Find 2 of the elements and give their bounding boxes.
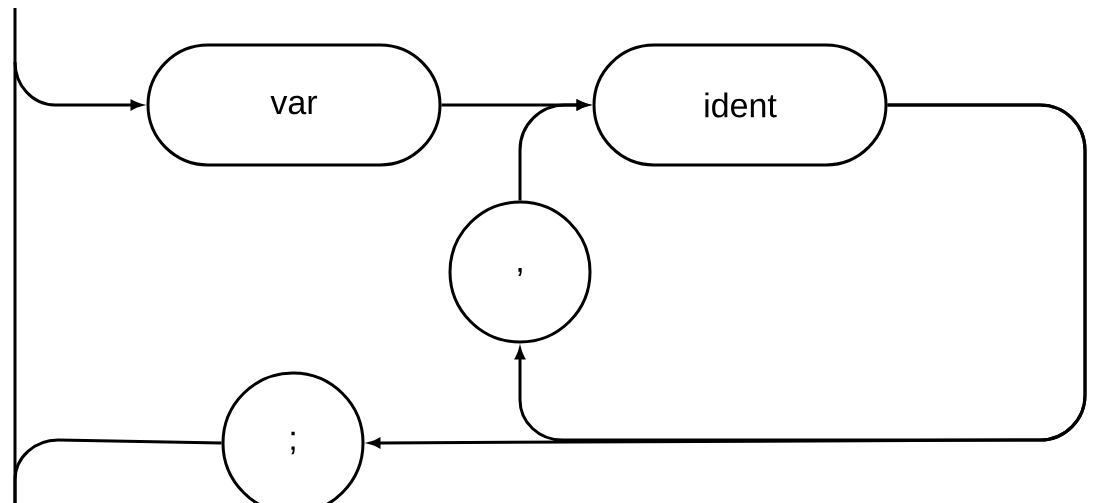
terminal-box: ident — [592, 43, 888, 167]
terminal-box: var — [146, 43, 442, 167]
